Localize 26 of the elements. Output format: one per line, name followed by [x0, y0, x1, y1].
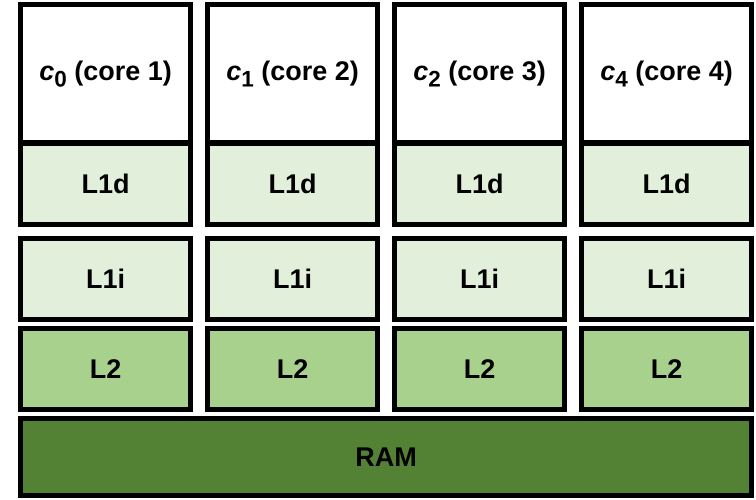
box-label: L1d	[81, 168, 130, 200]
cache-box	[579, 326, 754, 412]
box-label: c$_{0}$ (core 1)	[39, 54, 172, 92]
cache-box	[205, 326, 380, 412]
cache-box	[392, 236, 567, 322]
box-label: L2	[464, 352, 496, 386]
box-label: L1d	[642, 168, 690, 200]
box-label: L1d	[268, 168, 316, 200]
box-label: c$_{4}$ (core 4)	[600, 54, 733, 92]
box-label: L1i	[460, 262, 499, 296]
cache-box	[18, 236, 193, 322]
cache-box	[18, 326, 193, 412]
memory-box	[18, 416, 754, 498]
cache-box	[392, 326, 567, 412]
box-label: L1i	[272, 262, 312, 296]
box-label: L2	[650, 352, 682, 386]
cache-box	[579, 236, 754, 322]
box-label: L2	[90, 352, 122, 386]
box-label: L1d	[455, 168, 504, 200]
box-label: RAM	[355, 440, 417, 474]
box-label: L1i	[86, 262, 125, 296]
box-label: L2	[276, 352, 308, 386]
box-label: L1i	[646, 262, 686, 296]
box-label: c$_{1}$ (core 2)	[226, 54, 359, 92]
box-label: c$_{2}$ (core 3)	[413, 54, 546, 92]
cache-box	[205, 236, 380, 322]
